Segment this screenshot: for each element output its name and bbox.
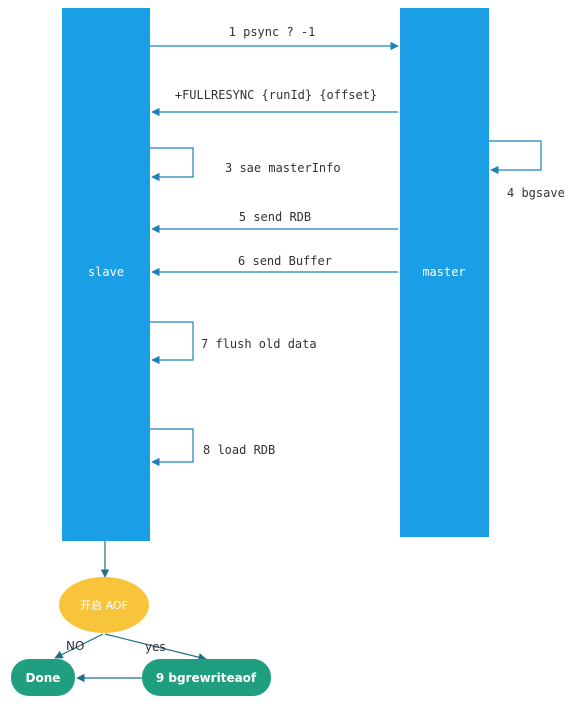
- aof-decision-node: [59, 577, 149, 633]
- yes-branch-label: yes: [145, 640, 166, 654]
- psync-label: 1 psync ? -1: [229, 25, 316, 39]
- flush-old-data-label: 7 flush old data: [201, 337, 317, 351]
- load-rdb-label: 8 load RDB: [203, 443, 275, 457]
- bgrewriteaof-node: [142, 659, 271, 696]
- bgsave-label: 4 bgsave: [507, 186, 565, 200]
- flush-old-data-loop: [150, 321, 194, 365]
- master-lifeline: [400, 8, 489, 537]
- done-node: [11, 659, 75, 696]
- load-rdb-loop: [150, 428, 194, 467]
- send-rdb-label: 5 send RDB: [239, 210, 311, 224]
- aof-decision-label: 开启 AOF: [80, 599, 128, 612]
- no-branch-label: NO: [66, 639, 84, 653]
- save-master-info-label: 3 sae masterInfo: [225, 161, 341, 175]
- save-master-info-loop: [150, 147, 194, 182]
- done-label: Done: [26, 671, 61, 685]
- slave-label: slave: [88, 265, 124, 279]
- send-buffer-label: 6 send Buffer: [238, 254, 332, 268]
- slave-lifeline: [62, 8, 150, 541]
- no-branch-arrow: [54, 633, 104, 659]
- master-label: master: [422, 265, 465, 279]
- yes-branch-arrow: [104, 633, 207, 662]
- fullresync-label: +FULLRESYNC {runId} {offset}: [175, 88, 377, 102]
- bgrewriteaof-label: 9 bgrewriteaof: [156, 671, 257, 685]
- bgsave-loop: [489, 140, 542, 175]
